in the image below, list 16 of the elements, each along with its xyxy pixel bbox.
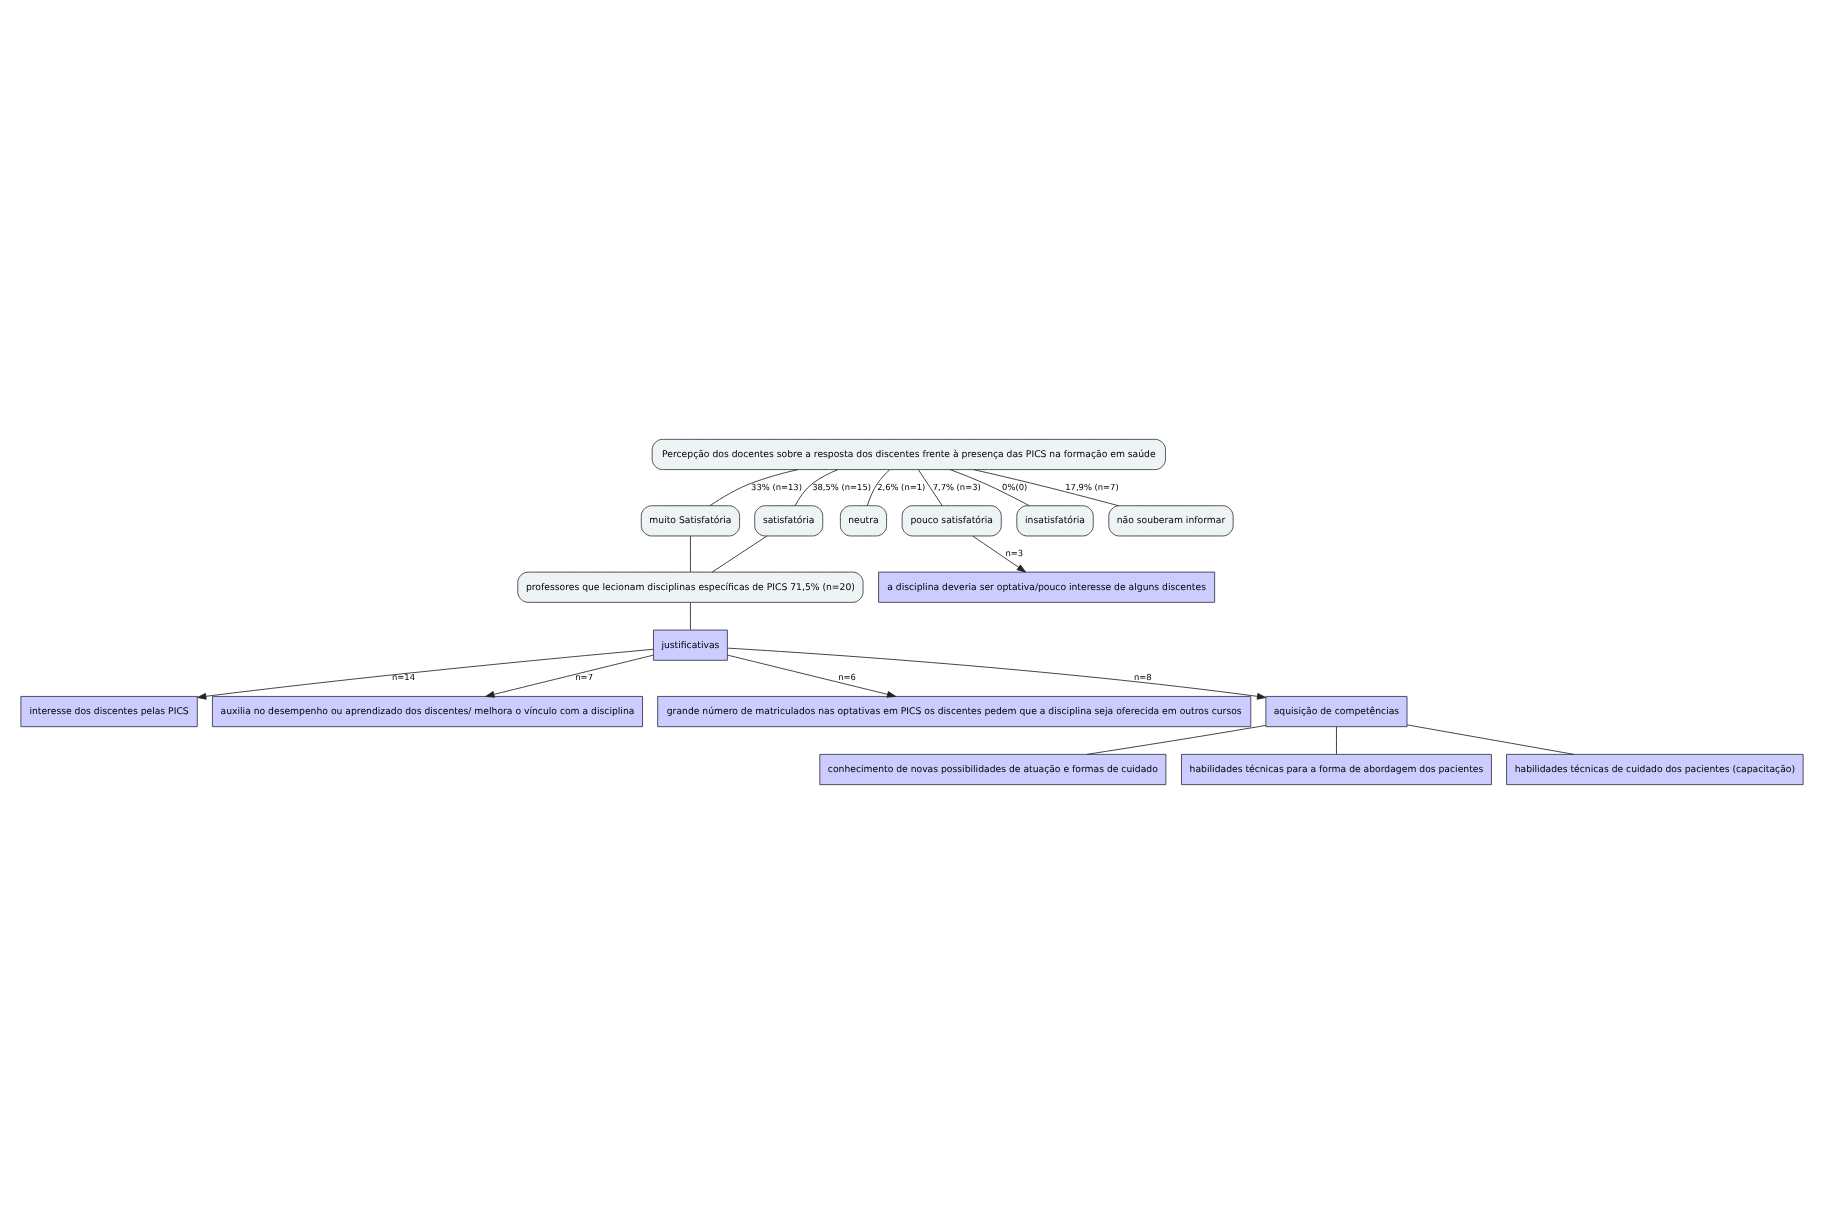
connector xyxy=(690,534,691,572)
connector xyxy=(866,468,891,505)
connector xyxy=(794,468,839,505)
connector xyxy=(690,601,691,630)
connector xyxy=(1336,725,1337,754)
arrow xyxy=(727,646,1267,699)
arrow xyxy=(727,653,897,697)
connector xyxy=(711,534,768,572)
arrow xyxy=(197,647,654,699)
connector xyxy=(973,468,1119,506)
connector xyxy=(917,468,943,506)
connector xyxy=(709,468,798,506)
connector xyxy=(1406,723,1575,754)
arrow xyxy=(972,534,1027,572)
connector xyxy=(949,468,1030,506)
arrow xyxy=(485,653,654,697)
